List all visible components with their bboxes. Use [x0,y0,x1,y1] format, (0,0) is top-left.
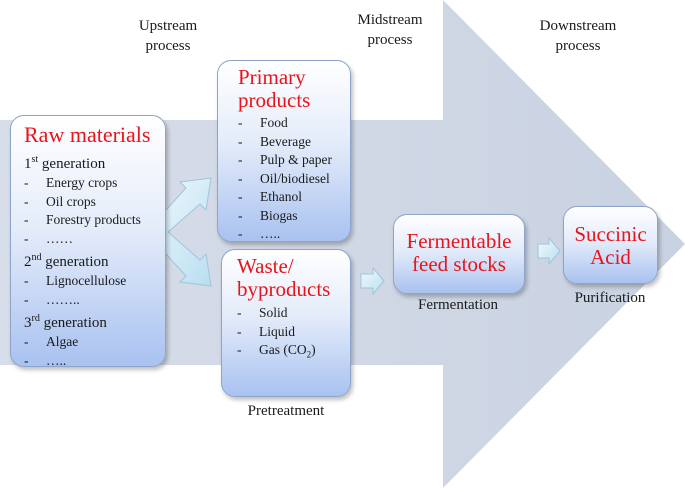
waste-byproducts-box: Waste/ byproducts -Solid -Liquid -Gas (C… [221,249,351,397]
list-item: -Forestry products [24,212,141,227]
fermentable-line-2: feed stocks [412,252,506,276]
primary-products-title-1: Primary [238,65,306,89]
waste-title-2: byproducts [237,277,331,301]
succinic-line-1: Succinic [574,222,647,246]
pretreatment-caption: Pretreatment [247,403,325,419]
fermentation-caption: Fermentation [418,297,498,313]
list-item: -Lignocellulose [24,273,127,288]
list-item: -Oil/biodiesel [238,170,330,186]
split-arrow [145,177,212,287]
waste-title-1: Waste/ [237,254,294,278]
fermentable-line-1: Fermentable [406,229,512,253]
list-item: -Algae [24,334,79,349]
succinic-line-2: Acid [590,245,631,269]
gen3-heading: 3rd generation [24,313,107,331]
raw-materials-title: Raw materials [24,122,151,147]
list-item: -Biogas [238,207,298,223]
list-item: -….. [238,226,281,241]
list-item: -Ethanol [238,189,302,204]
fermentable-box: Fermentable feed stocks [393,214,525,294]
gen2-heading: 2nd generation [24,252,109,270]
succinic-acid-box: Succinic Acid [563,206,658,284]
list-item: -Food [238,115,288,130]
list-item: -Energy crops [24,175,118,190]
list-item: -Liquid [237,323,295,339]
arrow-to-succinic [537,236,561,266]
arrow-to-fermentable [360,266,385,296]
list-item: -…… [24,230,73,246]
midstream-label: Midstream process [357,12,423,48]
list-item: -Beverage [238,133,311,149]
primary-products-box: Primary products -Food -Beverage -Pulp &… [217,60,351,242]
list-item: -….. [24,352,67,368]
list-item: -Gas (CO2) [237,342,316,360]
list-item: -Pulp & paper [238,152,332,167]
downstream-label: Downstream process [539,18,617,54]
upstream-label: Upstream process [138,18,198,54]
purification-caption: Purification [574,290,646,306]
primary-products-title-2: products [238,88,311,112]
list-item: -Oil crops [24,193,96,209]
gen1-heading: 1st generation [24,154,106,172]
list-item: -…….. [24,291,80,307]
list-item: -Solid [237,305,288,320]
raw-materials-box: Raw materials 1st generation -Energy cro… [10,115,166,368]
